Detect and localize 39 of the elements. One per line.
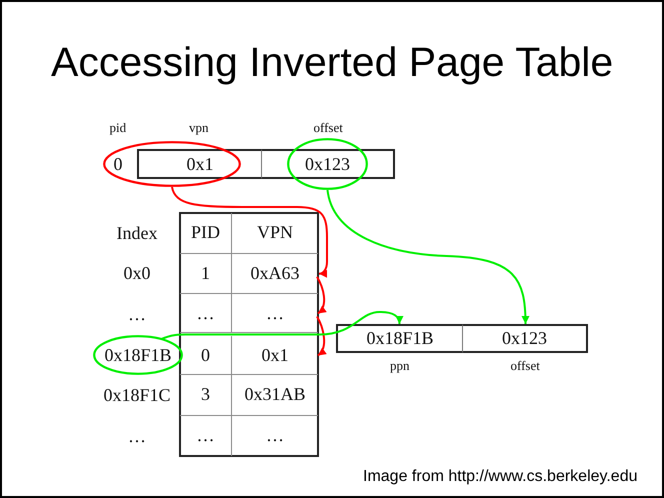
address-field (262, 149, 395, 179)
table-cell: 3 (180, 375, 232, 416)
arrow (171, 186, 328, 278)
field-name: pid (110, 120, 126, 136)
field-name: offset (510, 358, 540, 374)
arrow (316, 276, 327, 314)
field-name: vpn (189, 120, 208, 136)
index-value: … (128, 426, 146, 446)
table-cell: 0 (180, 336, 232, 375)
arrow (160, 311, 403, 340)
address-field: 0x1 (137, 149, 262, 179)
highlight-ellipse (93, 335, 183, 375)
table-cell: 1 (180, 254, 232, 294)
index-value: 0x0 (124, 262, 150, 284)
table-header-cell: VPN (232, 213, 318, 254)
highlight-ellipse (103, 141, 241, 187)
index-value: 0x18F1C (104, 384, 171, 406)
pid-value: 0 (114, 154, 122, 174)
highlight-ellipse (287, 138, 368, 190)
table-cell: 0x31AB (232, 375, 318, 416)
table-cell: … (180, 294, 232, 333)
offset-value: 0x123 (305, 154, 350, 174)
table-cell: … (232, 294, 318, 333)
index-value: 0x18F1B (104, 344, 172, 366)
field-name: ppn (390, 358, 410, 374)
arrow (316, 316, 327, 356)
slide-title: Accessing Inverted Page Table (51, 38, 614, 86)
table-header-cell: PID (180, 213, 232, 254)
arrow (326, 190, 530, 324)
address-field: 0x18F1B (336, 324, 463, 353)
table-cell: 0x1 (232, 336, 318, 375)
field-name: offset (314, 120, 343, 136)
table-cell: … (180, 416, 232, 456)
address-field: 0x123 (463, 324, 588, 353)
table-cell: … (232, 416, 318, 456)
index-header: Index (116, 222, 158, 244)
index-value: … (128, 304, 146, 324)
table-cell: 0xA63 (232, 254, 318, 294)
source-caption: Image from http://www.cs.berkeley.edu (363, 468, 638, 486)
